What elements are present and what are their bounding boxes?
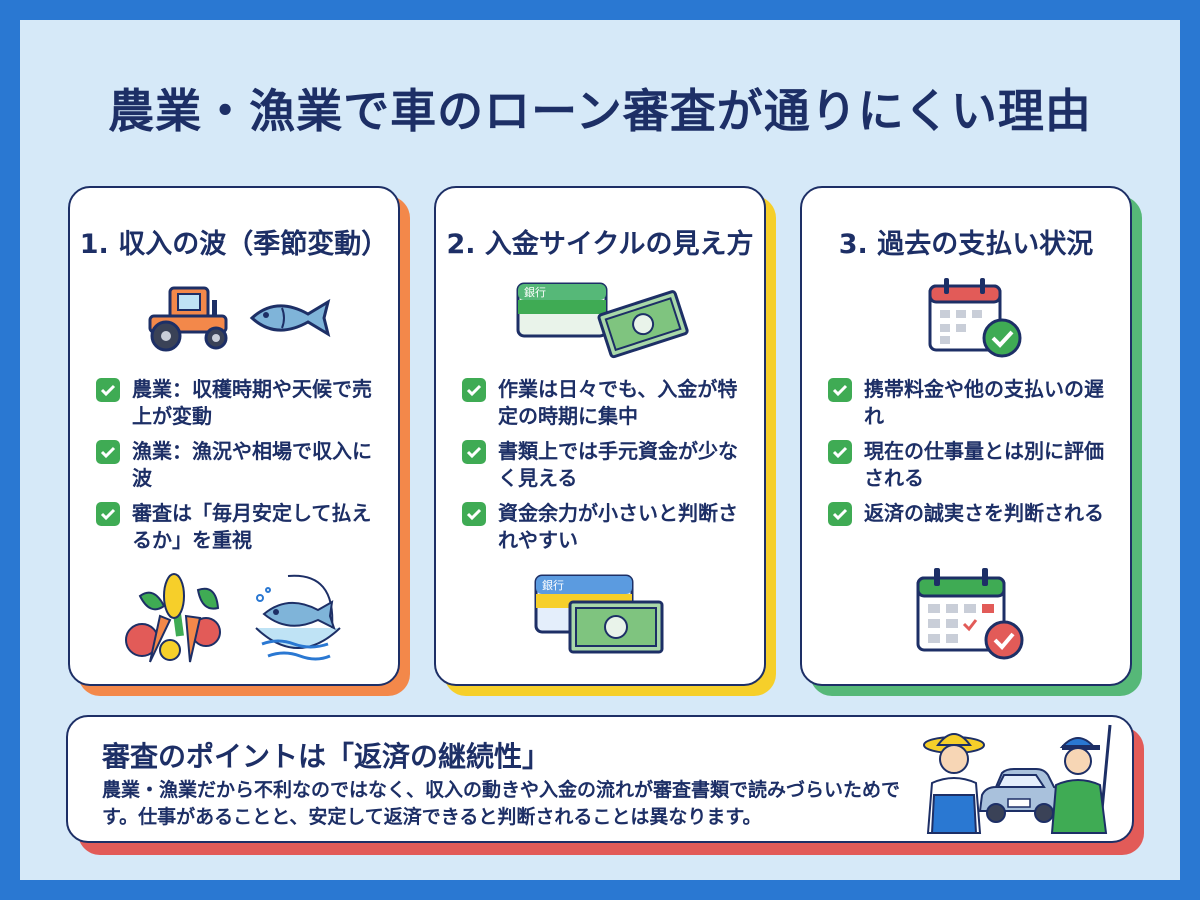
bullet-text: 携帯料金や他の支払いの遅れ [864,377,1104,428]
banknote-icon [597,290,689,359]
card-payment-history: 3. 過去の支払い状況 携帯料金や他の支払いの遅れ 現在の仕事量とは別に評価され… [800,186,1142,696]
check-icon [828,502,852,526]
calendar-check-icon [928,278,1022,358]
card-title: 3. 過去の支払い状況 [838,229,1094,260]
list-item: 資金余力が小さいと判断されやすい [462,500,752,554]
check-icon [462,440,486,464]
list-item: 現在の仕事量とは別に評価される [828,438,1118,492]
fisherman-icon [1050,724,1112,834]
list-item: 携帯料金や他の支払いの遅れ [828,376,1118,430]
bullet-list: 作業は日々でも、入金が特定の時期に集中 書類上では手元資金が少なく見える 資金余… [462,376,752,562]
list-item: 審査は「毎月安定して払えるか」を重視 [96,500,386,554]
bullet-list: 農業：収穫時期や天候で売上が変動 漁業：漁況や相場で収入に波 審査は「毎月安定し… [96,376,386,562]
bullet-text: 作業は日々でも、入金が特定の時期に集中 [498,377,738,428]
bankbook-icon: 銀行 [516,282,608,338]
bullet-text: 農業：収穫時期や天候で売上が変動 [132,377,372,428]
banknote-icon [568,600,664,654]
bullet-text: 書類上では手元資金が少なく見える [498,439,738,490]
bullet-list: 携帯料金や他の支払いの遅れ 現在の仕事量とは別に評価される 返済の誠実さを判断さ… [828,376,1118,535]
card-title: 2. 入金サイクルの見え方 [446,229,754,260]
bullet-text: 資金余力が小さいと判断されやすい [498,501,738,552]
fish-water-icon [255,574,341,661]
calendar-check-icon [916,568,1024,660]
list-item: 作業は日々でも、入金が特定の時期に集中 [462,376,752,430]
farmer-icon [923,733,985,834]
bullet-text: 返済の誠実さを判断される [864,501,1104,525]
card-title: 1. 収入の波（季節変動） [79,229,389,260]
list-item: 漁業：漁況や相場で収入に波 [96,438,386,492]
card-payment-cycle: 2. 入金サイクルの見え方 銀行 作業は日々でも、入金が特定の時期に集中 書類上… [434,186,776,696]
check-icon [828,378,852,402]
bankbook-label: 銀行 [524,285,546,299]
summary-panel: 審査のポイントは「返済の継続性」 農業・漁業だから不利なのではなく、収入の動きや… [66,715,1144,855]
check-icon [96,502,120,526]
list-item: 返済の誠実さを判断される [828,500,1118,527]
bankbook-label: 銀行 [542,578,564,592]
bullet-text: 現在の仕事量とは別に評価される [864,439,1104,490]
check-icon [96,440,120,464]
card-income-wave: 1. 収入の波（季節変動） 農業：収穫時期や天候で売上が変動 漁業：漁況や相場で… [68,186,410,696]
check-icon [462,378,486,402]
check-icon [828,440,852,464]
card-body: 1. 収入の波（季節変動） 農業：収穫時期や天候で売上が変動 漁業：漁況や相場で… [68,186,400,686]
bullet-text: 審査は「毎月安定して払えるか」を重視 [132,501,372,552]
summary-body: 審査のポイントは「返済の継続性」 農業・漁業だから不利なのではなく、収入の動きや… [66,715,1134,843]
summary-title: 審査のポイントは「返済の継続性」 [102,740,551,773]
page-title: 農業・漁業で車のローン審査が通りにくい理由 [108,84,1092,138]
bullet-text: 漁業：漁況や相場で収入に波 [132,439,372,490]
car-icon [978,768,1063,823]
fish-icon [249,298,331,338]
card-body: 3. 過去の支払い状況 携帯料金や他の支払いの遅れ 現在の仕事量とは別に評価され… [800,186,1132,686]
summary-text: 農業・漁業だから不利なのではなく、収入の動きや入金の流れが審査書類で読みづらいた… [102,779,901,828]
check-icon [462,502,486,526]
list-item: 農業：収穫時期や天候で売上が変動 [96,376,386,430]
tractor-icon [148,286,228,352]
check-icon [96,378,120,402]
vegetables-icon [125,573,221,663]
list-item: 書類上では手元資金が少なく見える [462,438,752,492]
card-body: 2. 入金サイクルの見え方 銀行 作業は日々でも、入金が特定の時期に集中 書類上… [434,186,766,686]
